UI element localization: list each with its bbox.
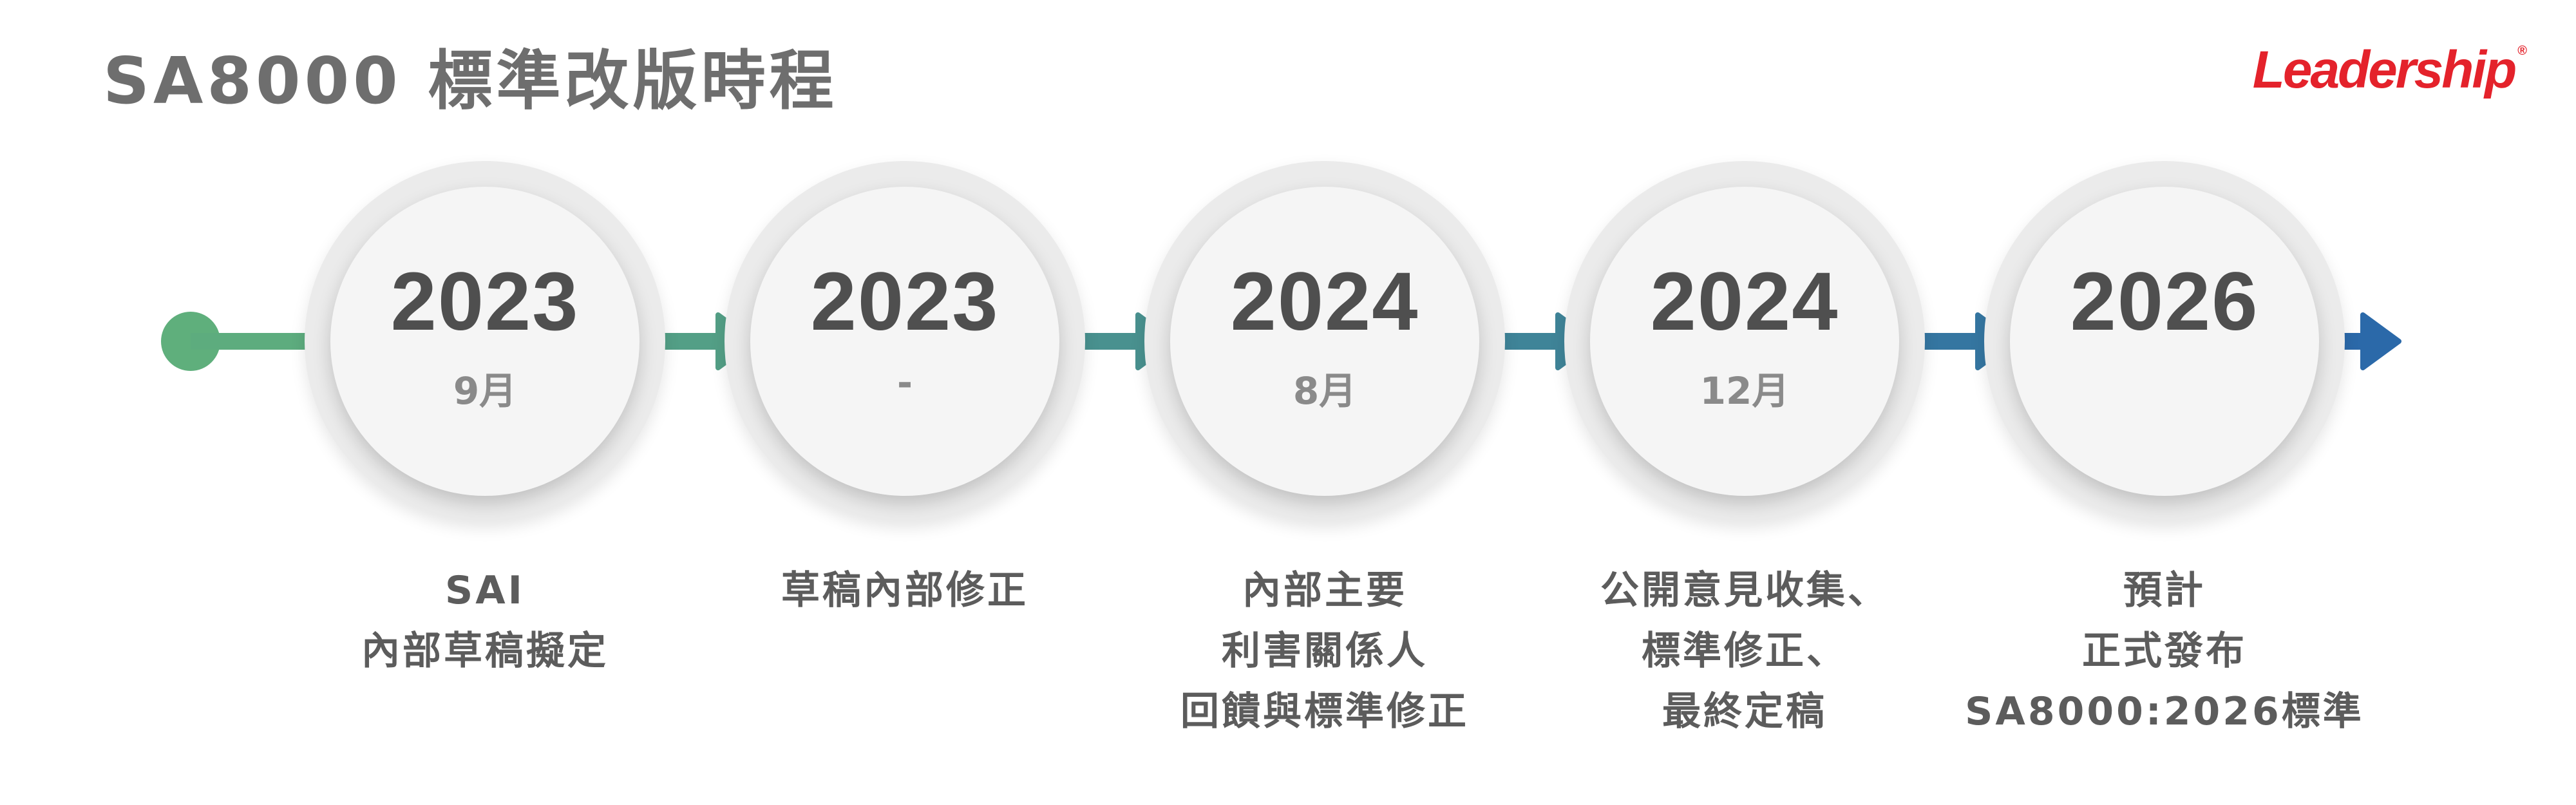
milestone-year: 2023 <box>810 256 999 348</box>
milestone-description-line: 回饋與標準修正 <box>1180 689 1469 734</box>
milestone-year: 2026 <box>2070 256 2259 348</box>
milestone-disc: 2023 - <box>750 187 1059 496</box>
milestone-description: 草稿內部修正 <box>705 560 1104 621</box>
milestone-year: 2023 <box>390 256 580 348</box>
milestone-disc: 2026 <box>2010 187 2319 496</box>
milestone-description: 公開意見收集、標準修正、最終定稿 <box>1545 560 1944 742</box>
brand-logo: Leadership® <box>2252 40 2527 100</box>
milestone-description-line: SAI <box>445 568 525 613</box>
milestone-description-line: 正式發布 <box>2082 629 2247 674</box>
milestone-month: 9月 <box>453 369 517 413</box>
milestone-month: 8月 <box>1293 369 1357 413</box>
milestone-year: 2024 <box>1230 256 1419 348</box>
milestone-description: SAI 內部草稿擬定 <box>285 560 685 681</box>
registered-mark: ® <box>2517 44 2527 58</box>
milestone-circle: 2026 <box>1984 161 2345 522</box>
milestone-month: 12月 <box>1700 369 1790 413</box>
milestone-circle: 2024 12月 <box>1564 161 1925 522</box>
milestone-description-line: 內部主要 <box>1242 568 1407 613</box>
arrow-right-icon <box>2360 312 2401 370</box>
milestone-circle: 2023 9月 <box>305 161 665 522</box>
milestone-description: 內部主要利害關係人回饋與標準修正 <box>1125 560 1524 742</box>
milestone-circle: 2024 8月 <box>1144 161 1505 522</box>
milestone-description-line: 預計 <box>2123 568 2206 613</box>
milestone-description-line: 利害關係人 <box>1222 629 1428 674</box>
page-title: SA8000 標準改版時程 <box>103 43 838 118</box>
milestone-year: 2024 <box>1650 256 1839 348</box>
milestone-description-line: 最終定稿 <box>1662 689 1827 734</box>
milestone-disc: 2023 9月 <box>330 187 639 496</box>
milestone-description-line: 草稿內部修正 <box>781 568 1028 613</box>
milestone-disc: 2024 8月 <box>1170 187 1479 496</box>
brand-logo-text: Leadership <box>2252 41 2517 99</box>
milestone-description-line: 公開意見收集、 <box>1600 568 1889 613</box>
milestone-description-line: SA8000:2026標準 <box>1965 689 2364 734</box>
milestone-circle: 2023 - <box>724 161 1085 522</box>
milestone-description-line: 標準修正、 <box>1642 629 1848 674</box>
milestone-disc: 2024 12月 <box>1590 187 1899 496</box>
milestone-description-line: 內部草稿擬定 <box>361 629 609 674</box>
milestone-description: 預計正式發布 SA8000:2026標準 <box>1965 560 2364 742</box>
milestone-month: - <box>896 361 913 404</box>
